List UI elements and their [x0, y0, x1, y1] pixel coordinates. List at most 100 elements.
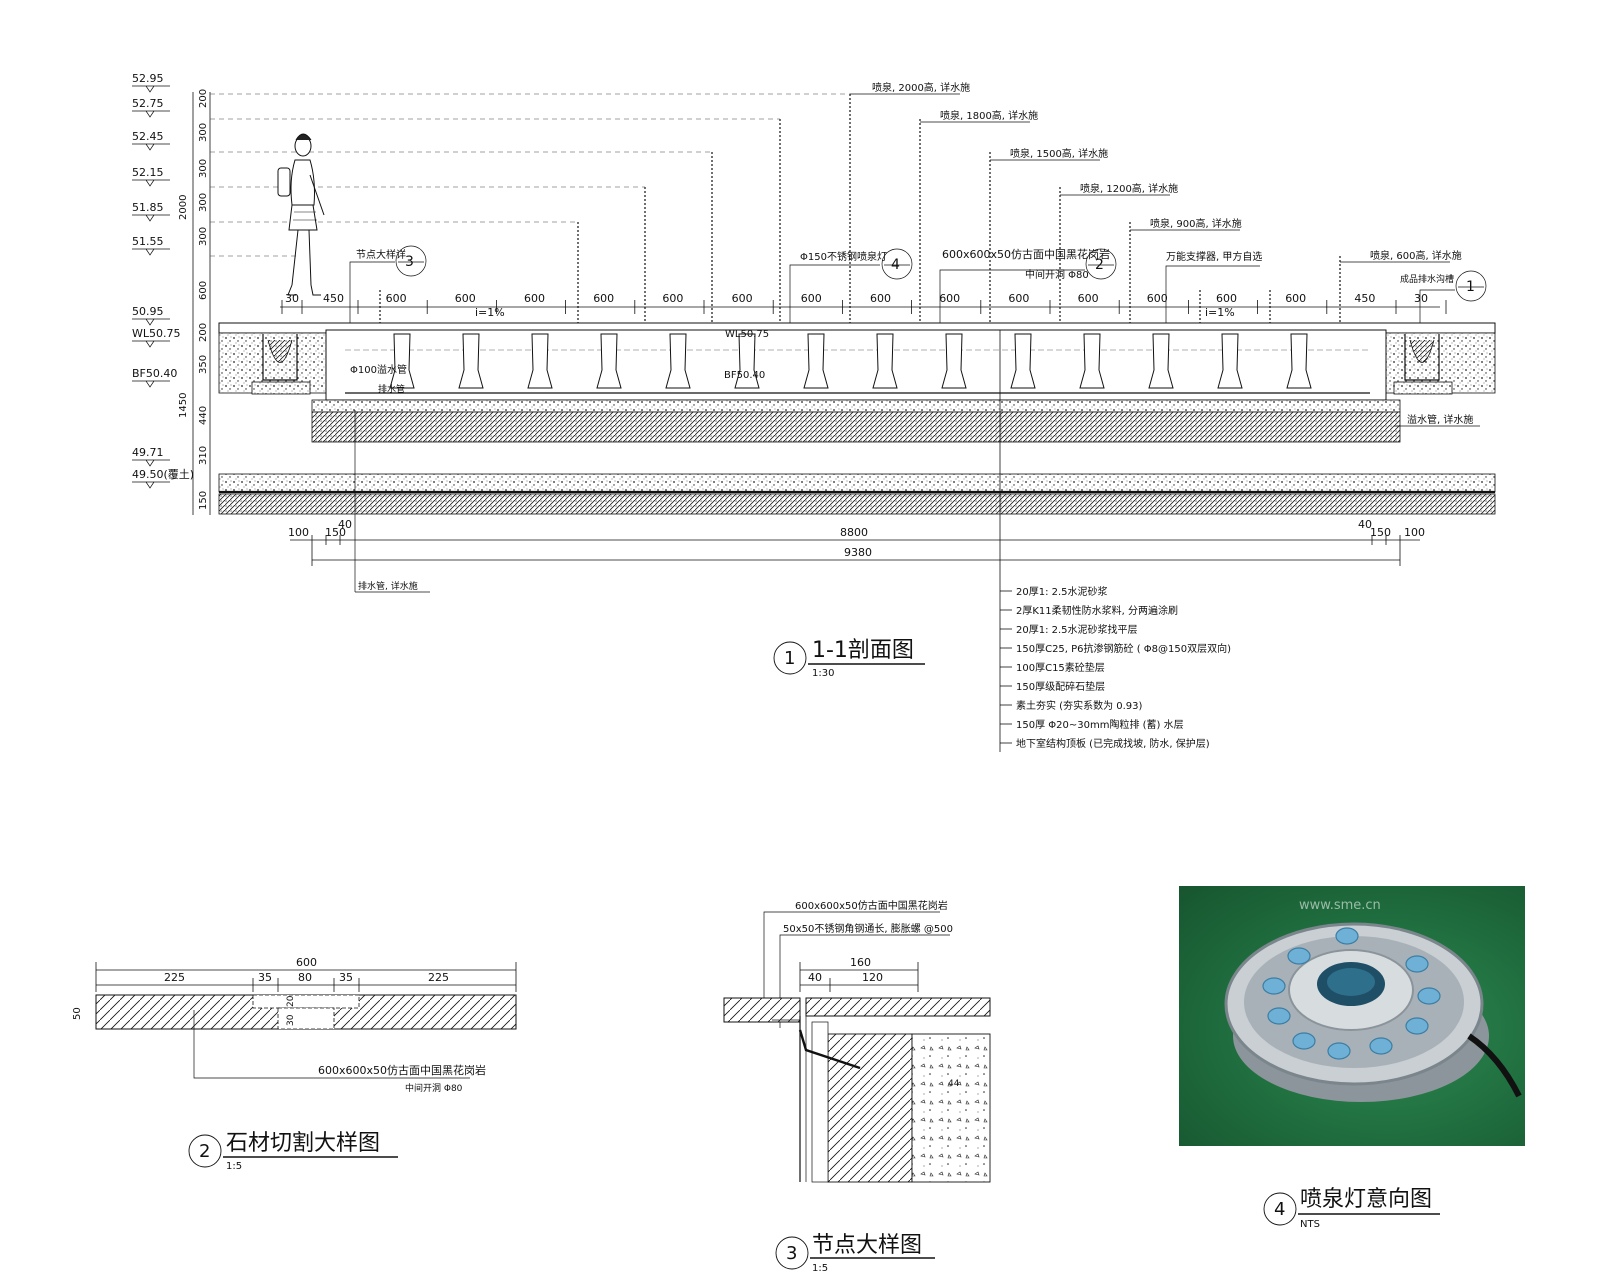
pedestal-support [458, 333, 484, 389]
d3-dim-40: 40 [808, 971, 822, 984]
watermark-text: www.sme.cn [1299, 898, 1381, 913]
vdim-7: 200 [198, 323, 209, 342]
layer-note-4: 150厚C25, P6抗渗钢筋砼 ( Φ8@150双层双向) [1016, 642, 1231, 655]
elev-7: 50.95 [132, 305, 164, 318]
d3-label-2: 50x50不锈钢角钢通长, 膨胀螺 @500 [783, 922, 953, 935]
vdim-total-1450: 1450 [178, 393, 189, 418]
drain-leader: 排水管, 详水施 [354, 410, 430, 593]
bubble-2: 2 [1095, 257, 1104, 273]
pedestal-support [1286, 333, 1312, 389]
elevation-markers: 52.95 52.75 52.45 52.15 51.85 51.55 50.9… [132, 72, 850, 515]
d2-total: 600 [296, 956, 317, 969]
title-4-text: 喷泉灯意向图 [1300, 1187, 1432, 1212]
drain-left [251, 334, 311, 395]
bubble-3: 3 [405, 254, 414, 270]
jet-label-1500: 喷泉, 1500高, 详水施 [1010, 147, 1108, 160]
top-dim-11: 600 [939, 292, 960, 305]
vdim-3: 300 [198, 159, 209, 178]
drain-left-label: 排水管, 详水施 [358, 580, 418, 592]
top-dim-8: 600 [732, 292, 753, 305]
top-dim-16: 600 [1285, 292, 1306, 305]
jet-label-1800: 喷泉, 1800高, 详水施 [940, 109, 1038, 122]
vdim-9: 440 [198, 406, 209, 425]
d2-seg-4: 35 [339, 971, 353, 984]
title-4-scale: NTS [1300, 1219, 1320, 1230]
layer-note-3: 20厚1: 2.5水泥砂浆找平层 [1016, 623, 1138, 636]
title-2-text: 石材切割大样图 [226, 1131, 380, 1156]
layer-note-9: 地下室结构顶板 (已完成找坡, 防水, 保护层) [1016, 737, 1210, 750]
layer-note-5: 100厚C15素砼垫层 [1016, 661, 1105, 674]
callout-node-detail: 节点大样详 [356, 248, 406, 261]
top-dim-3: 600 [386, 292, 407, 305]
elev-6: 51.55 [132, 235, 164, 248]
top-dim-1: 30 [285, 292, 299, 305]
vdim-2: 300 [198, 123, 209, 142]
bubble-1: 1 [1466, 279, 1475, 295]
elev-5: 51.85 [132, 201, 164, 214]
vdim-total-2000: 2000 [178, 195, 189, 220]
title-3-text: 节点大样图 [812, 1233, 922, 1258]
vdim-6: 600 [198, 281, 209, 300]
slope-right: i=1% [1205, 306, 1235, 319]
bdim-40-left: 40 [338, 518, 352, 531]
callout-stone-sub: 中间开洞 Φ80 [1025, 268, 1089, 281]
title-1-scale: 1:30 [812, 668, 834, 679]
title-2-scale: 1:5 [226, 1161, 242, 1172]
bdim-40-right: 40 [1358, 518, 1372, 531]
detail-2-stone-cutting: 600 225 35 80 35 225 50 20 30 600x600x50… [72, 956, 517, 1094]
d2-groove-20: 20 [286, 995, 296, 1007]
elev-2: 52.75 [132, 97, 164, 110]
bdim-8800: 8800 [840, 526, 868, 539]
elev-9: BF50.40 [132, 367, 177, 380]
d2-groove-30: 30 [286, 1014, 296, 1026]
bdim-9380: 9380 [844, 546, 872, 559]
vdim-10: 310 [198, 446, 209, 465]
elev-4: 52.15 [132, 166, 164, 179]
top-dim-14: 600 [1147, 292, 1168, 305]
vdim-1: 200 [198, 89, 209, 108]
elev-1: 52.95 [132, 72, 164, 85]
callout-texts: 节点大样详 3 Φ150不锈钢喷泉灯 4 600x600x50仿古面中国黑花岗岩… [356, 247, 1475, 295]
bdim-150-left: 150 [325, 526, 346, 539]
bdim-150-right: 150 [1370, 526, 1391, 539]
jet-label-900: 喷泉, 900高, 详水施 [1150, 217, 1242, 230]
pedestal-support [527, 333, 553, 389]
bdim-100-right: 100 [1404, 526, 1425, 539]
pedestal-support [1148, 333, 1174, 389]
vdim-4: 300 [198, 193, 209, 212]
top-dim-10: 600 [870, 292, 891, 305]
elev-3: 52.45 [132, 130, 164, 143]
title-1-text: 1-1剖面图 [812, 638, 914, 663]
drain-pipe-label: Φ100溢水管 [350, 363, 407, 376]
fountain-light-photo: www.sme.cn [1179, 886, 1525, 1146]
callout-light: Φ150不锈钢喷泉灯 [800, 250, 887, 263]
elev-11: 49.50(覆土) [132, 468, 194, 481]
pedestal-support [665, 333, 691, 389]
drain-right [1393, 334, 1453, 395]
title-4: 4 喷泉灯意向图 NTS [1263, 1187, 1440, 1230]
top-dim-9: 600 [801, 292, 822, 305]
water-level-tag: WL50.75 [725, 329, 769, 340]
fountain-light-illustration [1224, 922, 1522, 1102]
jet-labels: 喷泉, 2000高, 详水施 喷泉, 1800高, 详水施 喷泉, 1500高,… [850, 81, 1462, 263]
d3-dim-120: 120 [862, 971, 883, 984]
pedestal-support [389, 333, 415, 389]
top-dim-6: 600 [593, 292, 614, 305]
title-3-num: 3 [786, 1243, 797, 1264]
d3-label-1: 600x600x50仿古面中国黑花岗岩 [795, 899, 948, 912]
top-dim-13: 600 [1078, 292, 1099, 305]
callout-overflow: 成品排水沟槽 [1400, 273, 1454, 285]
bubble-4: 4 [891, 257, 900, 273]
title-1: 1 1-1剖面图 1:30 [773, 638, 925, 679]
pedestal-support [596, 333, 622, 389]
vdim-8: 350 [198, 355, 209, 374]
layer-note-6: 150厚级配碎石垫层 [1016, 680, 1105, 693]
jet-label-1200: 喷泉, 1200高, 详水施 [1080, 182, 1178, 195]
title-2: 2 石材切割大样图 1:5 [188, 1131, 398, 1172]
elev-8: WL50.75 [132, 327, 181, 340]
d3-mark: 44 [948, 1079, 960, 1089]
top-dim-5: 600 [524, 292, 545, 305]
overflow-right-label: 溢水管, 详水施 [1407, 413, 1473, 426]
title-4-num: 4 [1274, 1199, 1285, 1220]
